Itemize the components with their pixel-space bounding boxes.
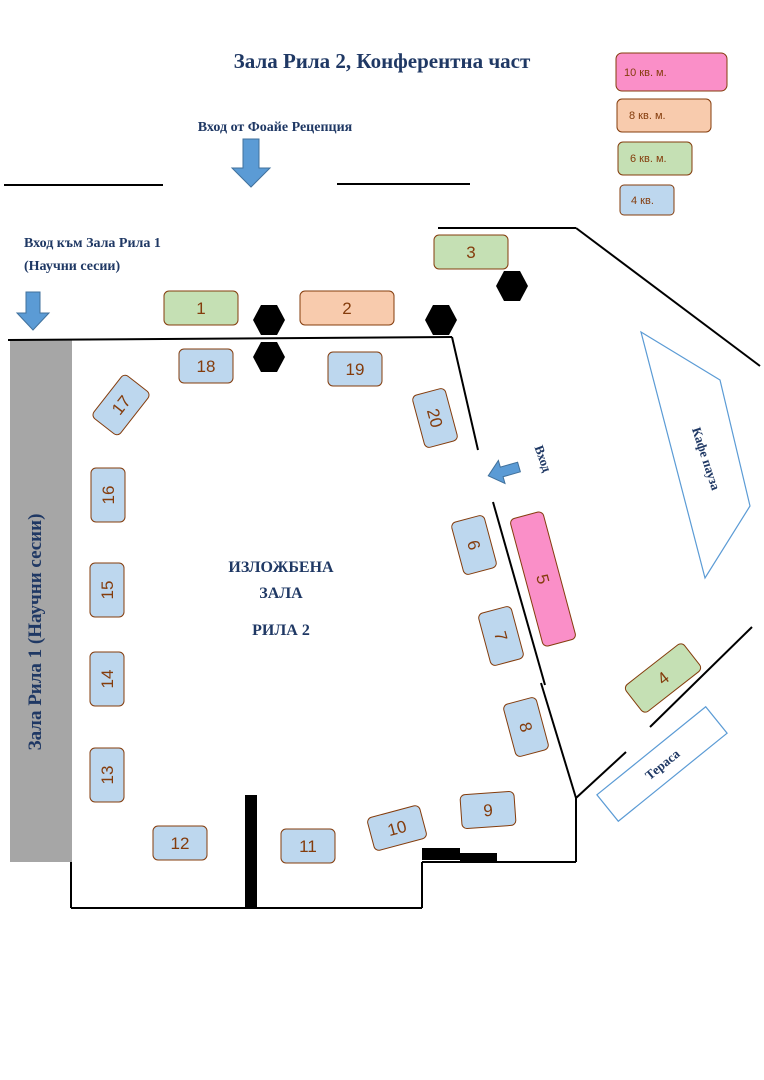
partition: [460, 853, 497, 863]
booth-16[interactable]: 16: [90, 467, 126, 523]
booth-2[interactable]: 2: [299, 290, 395, 326]
arrow-left-icon: [487, 459, 521, 485]
booth-number: 9: [483, 801, 494, 821]
entry-label: Вход: [532, 443, 556, 474]
column-icon: [253, 305, 285, 335]
booth-19[interactable]: 19: [327, 351, 383, 387]
partition: [245, 795, 257, 908]
booth-number: 10: [386, 817, 409, 840]
booth-10[interactable]: 10: [367, 805, 428, 852]
booth-11[interactable]: 11: [280, 828, 336, 864]
exhibition-hall-label-2: ЗАЛА: [259, 585, 303, 602]
column-icon: [425, 305, 457, 335]
booth-8[interactable]: 8: [503, 697, 550, 758]
coffee-break-area: [640, 330, 751, 580]
legend-label-8: 8 кв. м.: [629, 110, 666, 122]
legend-swatch-8: [616, 98, 712, 133]
booth-number: 20: [423, 407, 446, 430]
booth-number: 13: [98, 766, 117, 785]
booth-18[interactable]: 18: [178, 348, 234, 384]
legend-label-4: 4 кв.: [631, 195, 654, 207]
booth-17[interactable]: 17: [91, 373, 151, 436]
terrace-area: [596, 705, 728, 823]
booth-6[interactable]: 6: [451, 515, 498, 576]
booth-15[interactable]: 15: [89, 562, 125, 618]
booth-number: 12: [171, 834, 190, 853]
legend-label-6: 6 кв. м.: [630, 153, 667, 165]
booth-number: 16: [99, 486, 118, 505]
booth-13[interactable]: 13: [89, 747, 125, 803]
booth-9[interactable]: 9: [459, 790, 517, 830]
room-walls: [7, 227, 761, 909]
exhibition-hall-label-1: ИЗЛОЖБЕНА: [228, 559, 334, 576]
booth-4[interactable]: 4: [623, 642, 702, 714]
legend-label-10: 10 кв. м.: [624, 67, 667, 79]
terrace-label: Тераса: [642, 746, 683, 783]
legend-swatch-6: [617, 141, 693, 176]
hall-rila-1: [10, 340, 72, 862]
partition: [422, 848, 460, 860]
booth-14[interactable]: 14: [89, 651, 125, 707]
exhibition-hall-label-3: РИЛА 2: [252, 622, 310, 639]
booth-5[interactable]: 5: [509, 511, 576, 647]
booth-number: 14: [98, 670, 117, 689]
booth-number: 19: [346, 360, 365, 379]
booth-20[interactable]: 20: [412, 388, 459, 449]
legend-swatch-4: [619, 184, 675, 216]
booth-3[interactable]: 3: [433, 234, 509, 270]
booth-number: 2: [342, 299, 351, 318]
booth-12[interactable]: 12: [152, 825, 208, 861]
booth-number: 3: [466, 243, 475, 262]
column-icon: [253, 342, 285, 372]
legend-swatch-10: [615, 52, 728, 92]
hall-rila-1-label: Зала Рила 1 (Научни сесии): [25, 514, 46, 751]
arrow-down-icon: [230, 138, 272, 188]
booth-1[interactable]: 1: [163, 290, 239, 326]
arrow-down-icon: [15, 291, 51, 331]
booth-7[interactable]: 7: [478, 606, 525, 667]
coffee-break-label: Кафе пауза: [689, 425, 724, 492]
column-icon: [496, 271, 528, 301]
entrance-hall1-label-line1: Вход към Зала Рила 1: [24, 236, 161, 251]
legend: 10 кв. м. 8 кв. м. 6 кв. м. 4 кв.: [615, 52, 728, 216]
booth-number: 18: [197, 357, 216, 376]
booth-number: 11: [299, 837, 317, 856]
booth-number: 15: [98, 581, 117, 600]
booth-number: 1: [196, 299, 205, 318]
entrance-foyer-label: Вход от Фоайе Рецепция: [198, 120, 353, 135]
page-title: Зала Рила 2, Конферентна част: [234, 49, 531, 73]
entrance-hall1-label-line2: (Научни сесии): [24, 259, 120, 274]
